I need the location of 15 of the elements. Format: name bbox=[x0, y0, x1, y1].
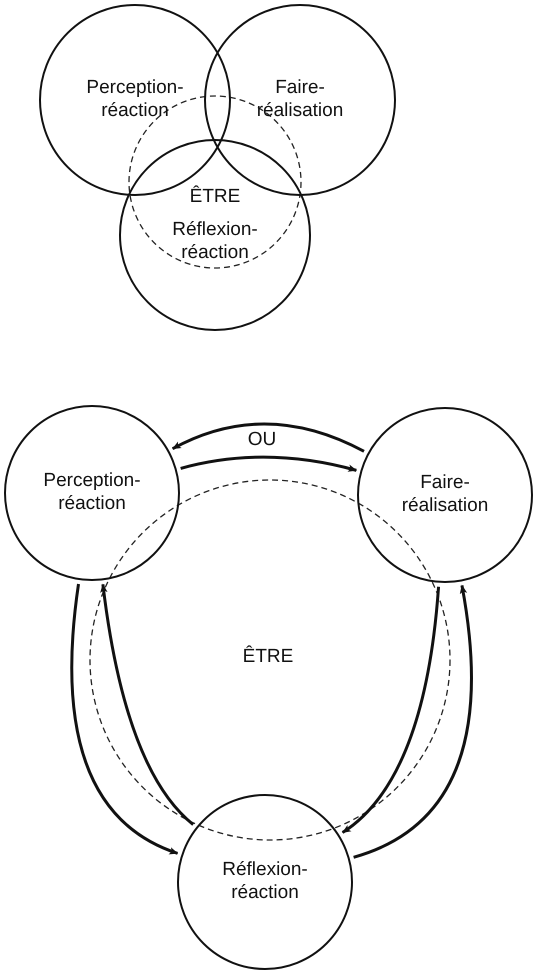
circle bbox=[177, 794, 353, 970]
circle-label: Perception-réaction bbox=[85, 77, 185, 123]
circle-label: Perception-réaction bbox=[42, 470, 142, 516]
circle-label: Réflexion-réaction bbox=[221, 859, 309, 905]
curved-arrow bbox=[342, 586, 440, 834]
curved-arrow bbox=[100, 584, 194, 826]
circle-label: Faire-réalisation bbox=[256, 77, 344, 123]
curved-arrow bbox=[180, 456, 358, 472]
curved-arrow bbox=[70, 584, 178, 855]
circle-label: Réflexion-réaction bbox=[171, 219, 259, 265]
circle-label: Faire-réalisation bbox=[400, 472, 490, 518]
curved-arrow bbox=[172, 422, 365, 453]
circle bbox=[4, 405, 180, 581]
circle bbox=[357, 407, 533, 583]
curved-arrow bbox=[353, 584, 473, 859]
